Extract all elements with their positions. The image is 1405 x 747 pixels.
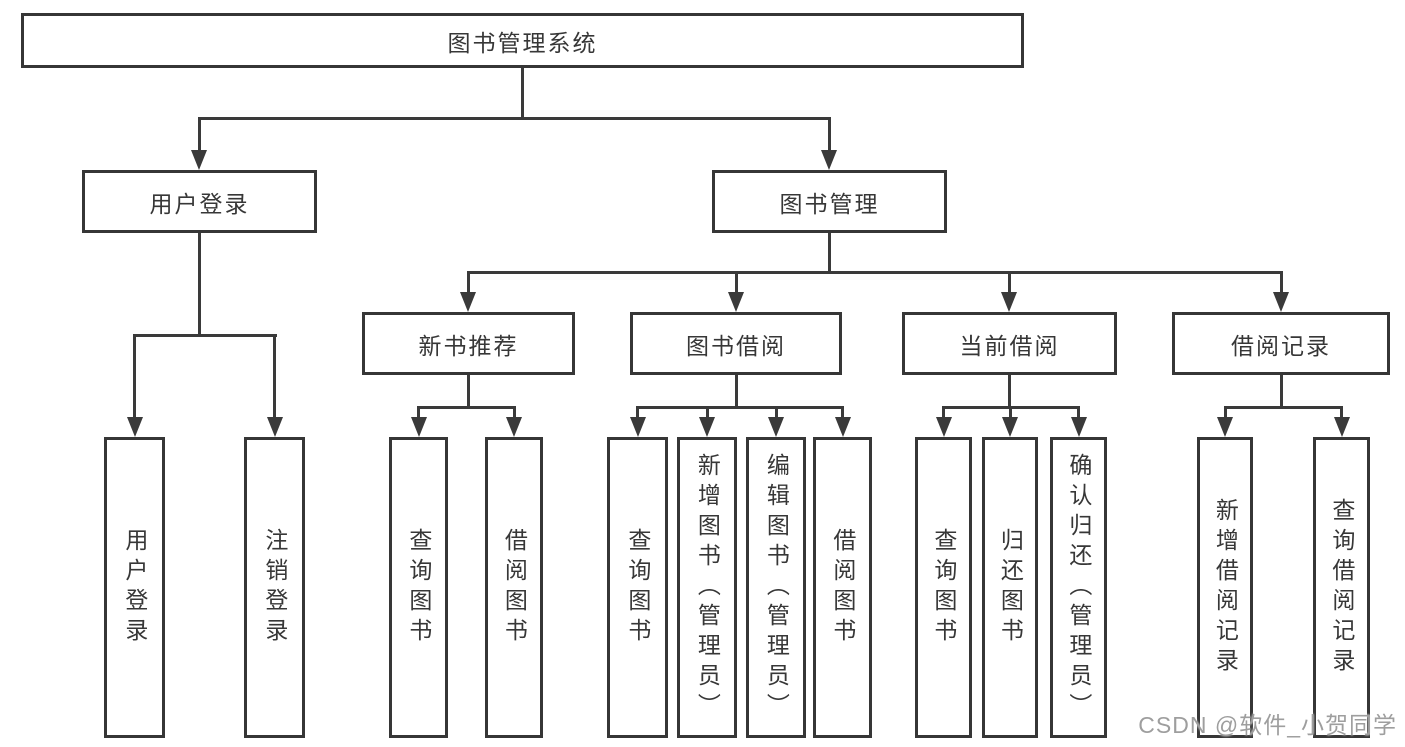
connector-borrow-record-drop [1280,375,1283,409]
connector-user-login-drop [198,233,201,337]
connector-group5-stem-2 [1340,406,1343,420]
arrowhead-borrow-book-2 [835,417,851,437]
leaf-query-borrow-record: 查询借阅记录 [1313,437,1370,738]
arrowhead-edit-book [768,417,784,437]
node-label: 查询图书 [405,527,432,648]
arrowhead-new-book [460,292,476,312]
node-label: 新增图书（管理员） [694,452,721,723]
connector-group3-span [636,406,844,409]
leaf-query-book-current: 查询图书 [915,437,972,738]
connector-book-mgmt-stem [828,117,831,153]
arrowhead-current-borrow [1001,292,1017,312]
node-label: 用户登录 [121,527,148,648]
connector-new-book-drop [467,375,470,409]
node-label: 确认归还（管理员） [1065,452,1092,723]
node-book-borrowing: 图书借阅 [630,312,842,375]
leaf-add-book-admin: 新增图书（管理员） [677,437,737,738]
connector-group5-span [1224,406,1343,409]
leaf-query-book-recommend: 查询图书 [389,437,448,738]
connector-group1-span [133,334,277,337]
connector-group4-stem-2 [1009,406,1012,420]
connector-group3-stem-2 [706,406,709,420]
node-label: 查询图书 [930,527,957,648]
leaf-confirm-return-admin: 确认归还（管理员） [1050,437,1107,738]
node-label: 借阅记录 [1231,332,1331,359]
leaf-borrow-book-recommend: 借阅图书 [485,437,543,738]
arrowhead-query-book-3 [936,417,952,437]
arrowhead-book-borrow [728,292,744,312]
connector-new-book-stem [467,271,470,295]
arrowhead-user-login [191,150,207,170]
connector-group3-stem-1 [636,406,639,420]
connector-level3-span [467,271,1283,274]
connector-book-borrow-drop [735,375,738,409]
leaf-logout: 注销登录 [244,437,305,738]
node-label: 借阅图书 [501,527,528,648]
arrowhead-logout-action [267,417,283,437]
node-library-management-system: 图书管理系统 [21,13,1024,68]
leaf-edit-book-admin: 编辑图书（管理员） [746,437,806,738]
node-label: 查询图书 [624,527,651,648]
connector-root-drop [521,68,524,120]
connector-group2-stem-2 [513,406,516,420]
node-label: 编辑图书（管理员） [763,452,790,723]
arrowhead-login-action [127,417,143,437]
connector-level2-span [198,117,831,120]
leaf-add-borrow-record: 新增借阅记录 [1197,437,1253,738]
arrowhead-borrow-record [1273,292,1289,312]
connector-group1-stem-2 [273,334,276,419]
node-book-management: 图书管理 [712,170,947,233]
leaf-user-login: 用户登录 [104,437,165,738]
node-label: 当前借阅 [959,332,1060,359]
node-label: 注销登录 [261,527,288,648]
arrowhead-query-book-2 [630,417,646,437]
node-label: 图书管理 [779,190,880,217]
arrowhead-return-book [1002,417,1018,437]
leaf-query-book-borrowing: 查询图书 [607,437,668,738]
arrowhead-add-book [699,417,715,437]
leaf-return-book: 归还图书 [982,437,1038,738]
node-label: 借阅图书 [829,527,856,648]
node-label: 用户登录 [149,190,250,217]
connector-group1-stem-1 [133,334,136,419]
connector-current-borrow-drop [1008,375,1011,409]
connector-user-login-stem [198,117,201,153]
arrowhead-query-book-1 [411,417,427,437]
node-user-login: 用户登录 [82,170,317,233]
connector-group4-stem-3 [1077,406,1080,420]
connector-book-mgmt-drop [828,233,831,274]
arrowhead-add-borrow-record [1217,417,1233,437]
arrowhead-book-mgmt [821,150,837,170]
connector-borrow-record-stem [1280,271,1283,295]
node-label: 查询借阅记录 [1328,497,1355,678]
node-label: 图书管理系统 [447,29,598,56]
connector-group2-stem-1 [417,406,420,420]
node-new-book-recommend: 新书推荐 [362,312,575,375]
node-label: 归还图书 [997,527,1024,648]
arrowhead-query-borrow-record [1334,417,1350,437]
node-label: 新增借阅记录 [1212,497,1239,678]
connector-group4-stem-1 [942,406,945,420]
node-current-borrowing: 当前借阅 [902,312,1117,375]
connector-group3-stem-4 [841,406,844,420]
node-borrowing-records: 借阅记录 [1172,312,1390,375]
arrowhead-confirm-return [1071,417,1087,437]
arrowhead-borrow-book-1 [506,417,522,437]
connector-current-borrow-stem [1008,271,1011,295]
connector-group2-span [417,406,516,409]
connector-book-borrow-stem [735,271,738,295]
csdn-watermark: CSDN @软件_小贺同学 [1138,712,1397,738]
node-label: 图书借阅 [686,332,786,359]
connector-group3-stem-3 [775,406,778,420]
leaf-borrow-book: 借阅图书 [813,437,872,738]
connector-group5-stem-1 [1224,406,1227,420]
node-label: 新书推荐 [418,332,519,359]
